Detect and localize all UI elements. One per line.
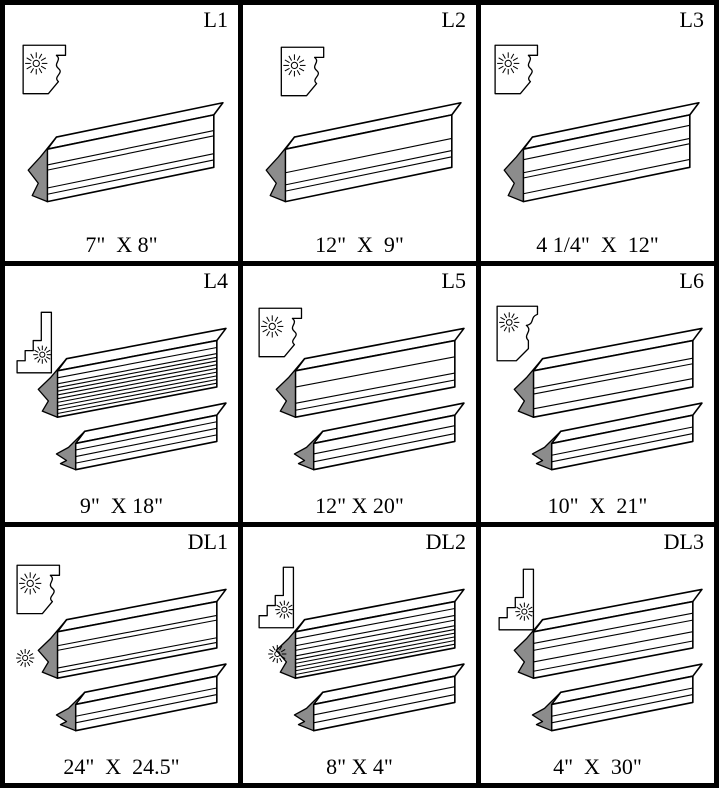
molding-drawing [483, 292, 712, 492]
panel-label: L3 [679, 7, 704, 32]
dimension-text: 24" X 24.5" [63, 754, 180, 779]
panel-label: L5 [441, 268, 466, 293]
panel-label: L2 [441, 7, 466, 32]
panel-dl3: DL3 4" X 30" [481, 527, 714, 783]
panel-dl2: DL2 8" X 4" [243, 527, 476, 783]
panel-label: L4 [203, 268, 228, 293]
molding-drawing [7, 31, 236, 231]
molding-drawing [245, 292, 474, 492]
panel-label: DL1 [187, 529, 228, 554]
panel-label: L6 [679, 268, 704, 293]
panel-dl1: DL1 24" X 24.5" [5, 527, 238, 783]
molding-drawing [7, 553, 236, 753]
panel-l5: L5 12" X 20" [243, 266, 476, 522]
panel-l1: L1 7" X 8" [5, 5, 238, 261]
panel-label: DL2 [425, 529, 466, 554]
panel-label: DL3 [663, 529, 704, 554]
dimension-text: 12" X 20" [315, 493, 404, 518]
molding-drawing [245, 553, 474, 753]
molding-drawing [245, 31, 474, 231]
panel-label: L1 [203, 7, 228, 32]
panel-l4: L4 9" X 18" [5, 266, 238, 522]
dimension-text: 4" X 30" [553, 754, 642, 779]
dimension-text: 8" X 4" [326, 754, 393, 779]
molding-drawing [483, 31, 712, 231]
dimension-text: 10" X 21" [547, 493, 648, 518]
dimension-text: 7" X 8" [85, 232, 158, 257]
dimension-text: 12" X 9" [315, 232, 404, 257]
dimension-text: 4 1/4" X 12" [536, 232, 659, 257]
panel-l2: L2 12" X 9" [243, 5, 476, 261]
panel-l6: L6 10" X 21" [481, 266, 714, 522]
molding-drawing [483, 553, 712, 753]
dimension-text: 9" X 18" [79, 493, 164, 518]
panel-l3: L3 4 1/4" X 12" [481, 5, 714, 261]
molding-drawing [7, 292, 236, 492]
